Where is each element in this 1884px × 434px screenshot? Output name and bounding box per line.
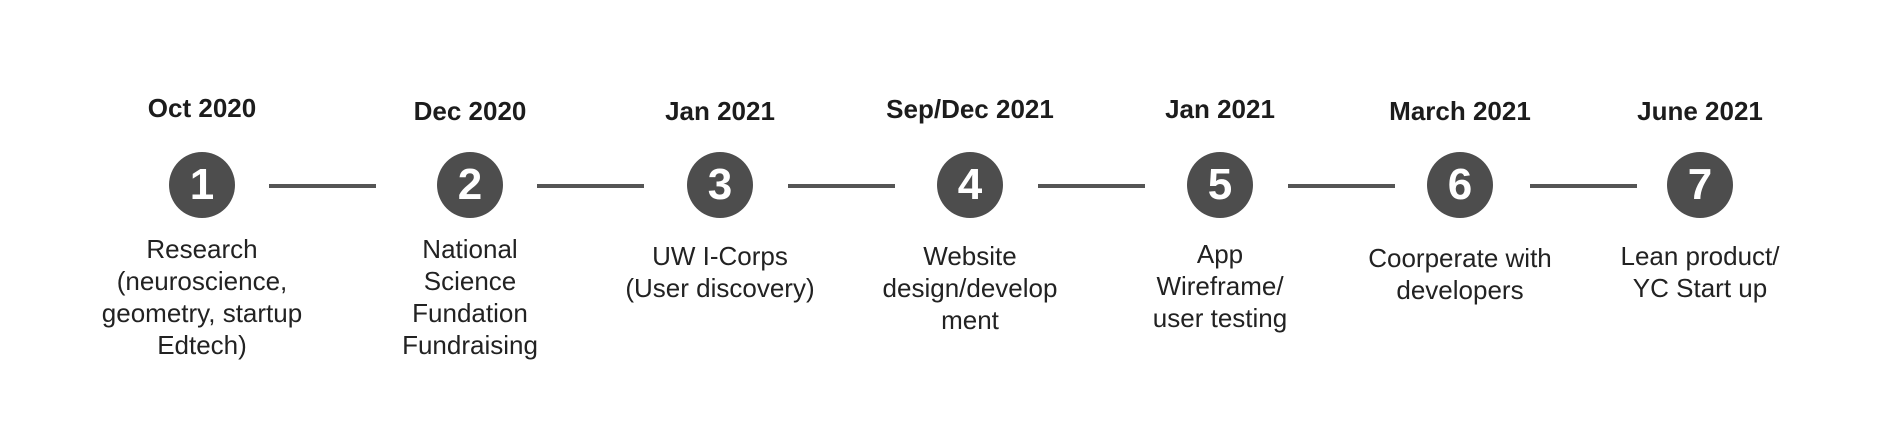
timeline-step-1: Oct 2020 1 Research (neuroscience, geome… xyxy=(72,0,332,434)
step-description: App Wireframe/ user testing xyxy=(1152,239,1288,333)
step-number-badge: 3 xyxy=(687,152,753,218)
step-number-badge: 5 xyxy=(1187,152,1253,218)
step-date: March 2021 xyxy=(1389,96,1531,126)
timeline-step-4: Sep/Dec 2021 4 Website design/develop me… xyxy=(840,0,1100,434)
timeline-step-7: June 2021 7 Lean product/ YC Start up xyxy=(1570,0,1830,434)
step-description: Coorperate with developers xyxy=(1368,243,1552,305)
connector-5-6 xyxy=(1288,184,1395,188)
step-date: Jan 2021 xyxy=(1165,94,1275,124)
connector-3-4 xyxy=(788,184,895,188)
step-date: Sep/Dec 2021 xyxy=(886,94,1054,124)
connector-6-7 xyxy=(1530,184,1637,188)
connector-2-3 xyxy=(537,184,644,188)
step-number-badge: 7 xyxy=(1667,152,1733,218)
step-number-badge: 6 xyxy=(1427,152,1493,218)
step-date: June 2021 xyxy=(1637,96,1763,126)
step-number-badge: 4 xyxy=(937,152,1003,218)
step-date: Jan 2021 xyxy=(665,96,775,126)
connector-4-5 xyxy=(1038,184,1145,188)
connector-1-2 xyxy=(269,184,376,188)
step-number-badge: 1 xyxy=(169,152,235,218)
timeline-step-5: Jan 2021 5 App Wireframe/ user testing xyxy=(1090,0,1350,434)
step-date: Oct 2020 xyxy=(147,93,257,123)
step-description: Website design/develop ment xyxy=(882,241,1058,335)
step-description: National Science Fundation Fundraising xyxy=(402,234,538,360)
timeline-step-2: Dec 2020 2 National Science Fundation Fu… xyxy=(340,0,600,434)
step-description: UW I-Corps (User discovery) xyxy=(625,241,815,303)
timeline-step-6: March 2021 6 Coorperate with developers xyxy=(1330,0,1590,434)
step-description: Research (neuroscience, geometry, startu… xyxy=(101,234,303,360)
step-description: Lean product/ YC Start up xyxy=(1620,241,1780,303)
step-number-badge: 2 xyxy=(437,152,503,218)
timeline-step-3: Jan 2021 3 UW I-Corps (User discovery) xyxy=(590,0,850,434)
step-date: Dec 2020 xyxy=(413,96,527,126)
